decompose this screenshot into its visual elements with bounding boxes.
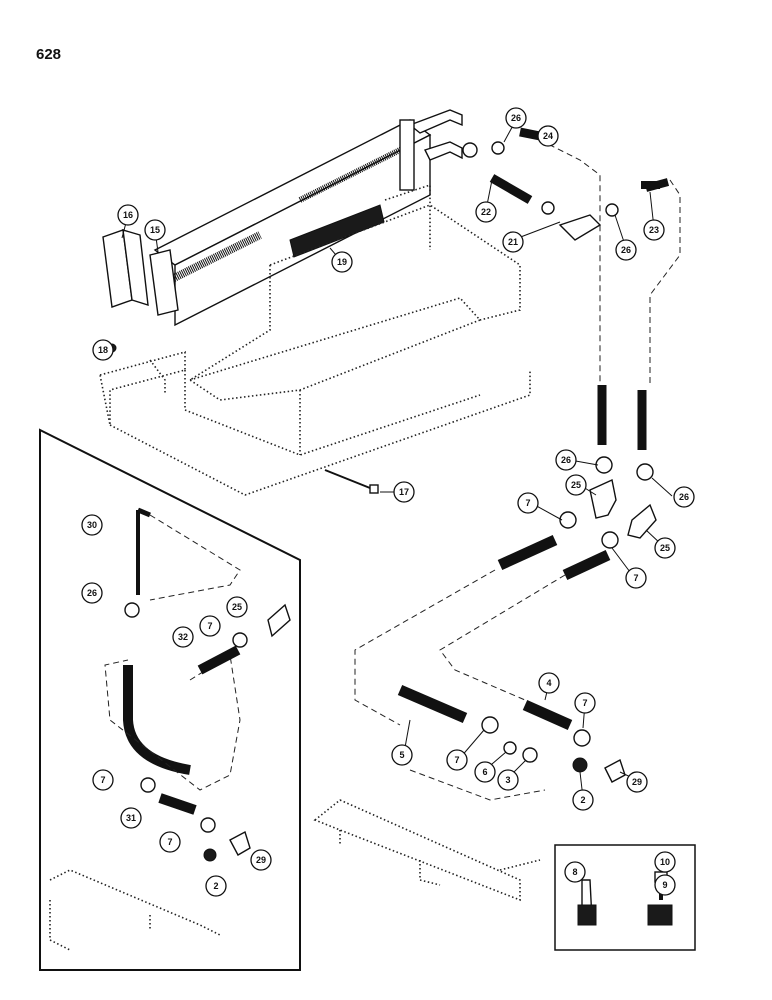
callout-label: 22 bbox=[481, 207, 491, 217]
callout-hose: 5 bbox=[391, 744, 413, 766]
callout-hose: 22 bbox=[475, 201, 497, 223]
callout-heater-core-end: 15 bbox=[144, 219, 166, 241]
callout-label: 24 bbox=[543, 131, 553, 141]
callout-label: 16 bbox=[123, 210, 133, 220]
callout-label: 21 bbox=[508, 237, 518, 247]
callout-label: 7 bbox=[100, 775, 105, 785]
bracket bbox=[102, 229, 149, 308]
callout-label: 26 bbox=[621, 245, 631, 255]
frame-rail-right bbox=[313, 799, 541, 902]
callout-valve: 21 bbox=[502, 231, 524, 253]
callout-hose-clamp: 7 bbox=[446, 749, 468, 771]
callout-label: 4 bbox=[546, 678, 551, 688]
callout-plug: 2 bbox=[205, 875, 227, 897]
callout-label: 7 bbox=[454, 755, 459, 765]
callout-label: 26 bbox=[679, 492, 689, 502]
callout-label: 2 bbox=[213, 881, 218, 891]
callout-drain-cock: 29 bbox=[626, 771, 648, 793]
foam-seal bbox=[289, 204, 385, 258]
callout-label: 5 bbox=[399, 750, 404, 760]
callout-bolt: 17 bbox=[393, 481, 415, 503]
heater-core bbox=[153, 109, 463, 327]
callout-label: 7 bbox=[582, 698, 587, 708]
callout-plug: 2 bbox=[572, 789, 594, 811]
callout-hose: 24 bbox=[537, 125, 559, 147]
callout-tube: 30 bbox=[81, 514, 103, 536]
callout-label: 9 bbox=[662, 880, 667, 890]
callout-hose-clamp: 7 bbox=[625, 567, 647, 589]
callout-label: 23 bbox=[649, 225, 659, 235]
callout-hose: 4 bbox=[538, 672, 560, 694]
callout-label: 7 bbox=[167, 837, 172, 847]
callout-fitting: 6 bbox=[474, 761, 496, 783]
callout-hose: 32 bbox=[172, 626, 194, 648]
callout-label: 7 bbox=[525, 498, 530, 508]
callout-label: 32 bbox=[178, 632, 188, 642]
callout-hose: 23 bbox=[643, 219, 665, 241]
callout-hose-clamp: 7 bbox=[574, 692, 596, 714]
callout-bolt: 10 bbox=[654, 851, 676, 873]
page-number: 628 bbox=[36, 46, 62, 63]
callout-elbow: 25 bbox=[654, 537, 676, 559]
callout-hose-clamp: 26 bbox=[615, 239, 637, 261]
callout-label: 10 bbox=[660, 857, 670, 867]
callout-label: 26 bbox=[511, 113, 521, 123]
callout-label: 8 bbox=[572, 867, 577, 877]
callout-hose-clamp: 26 bbox=[555, 449, 577, 471]
callout-hose-clamp: 26 bbox=[81, 582, 103, 604]
callout-elbow: 25 bbox=[226, 596, 248, 618]
callout-label: 25 bbox=[232, 602, 242, 612]
callout-clamp: 9 bbox=[654, 874, 676, 896]
callout-elbow: 25 bbox=[565, 474, 587, 496]
heater-core-end bbox=[149, 249, 179, 316]
callout-drain-cock: 29 bbox=[250, 849, 272, 871]
callout-hose-clamp: 7 bbox=[92, 769, 114, 791]
callout-label: 7 bbox=[633, 573, 638, 583]
callout-label: 2 bbox=[580, 795, 585, 805]
upper-hoses bbox=[462, 127, 670, 450]
lower-hoses bbox=[397, 456, 657, 783]
callout-label: 19 bbox=[337, 257, 347, 267]
inset-panel bbox=[39, 428, 301, 971]
callout-label: 18 bbox=[98, 345, 108, 355]
callout-nut: 18 bbox=[92, 339, 114, 361]
callout-label: 26 bbox=[87, 588, 97, 598]
callout-label: 25 bbox=[571, 480, 581, 490]
callout-hose-clamp: 26 bbox=[673, 486, 695, 508]
callout-label: 25 bbox=[660, 543, 670, 553]
callout-bracket: 16 bbox=[117, 204, 139, 226]
callout-label: 6 bbox=[482, 767, 487, 777]
callout-hose-clamp: 7 bbox=[517, 492, 539, 514]
callout-clip: 8 bbox=[564, 861, 586, 883]
heater-box bbox=[99, 183, 531, 496]
callout-label: 29 bbox=[632, 777, 642, 787]
callout-hose: 31 bbox=[120, 807, 142, 829]
callout-foam-seal: 19 bbox=[331, 251, 353, 273]
callout-hose-clamp: 7 bbox=[159, 831, 181, 853]
callout-label: 31 bbox=[126, 813, 136, 823]
callout-label: 7 bbox=[207, 621, 212, 631]
callout-hose-clamp: 26 bbox=[505, 107, 527, 129]
callout-fitting: 3 bbox=[497, 769, 519, 791]
callout-label: 17 bbox=[399, 487, 409, 497]
callout-label: 29 bbox=[256, 855, 266, 865]
callout-hose-clamp: 7 bbox=[199, 615, 221, 637]
callout-label: 26 bbox=[561, 455, 571, 465]
callout-label: 3 bbox=[505, 775, 510, 785]
callout-label: 15 bbox=[150, 225, 160, 235]
callout-label: 30 bbox=[87, 520, 97, 530]
hose-routing-dashes bbox=[354, 139, 681, 801]
bolt bbox=[324, 469, 379, 494]
